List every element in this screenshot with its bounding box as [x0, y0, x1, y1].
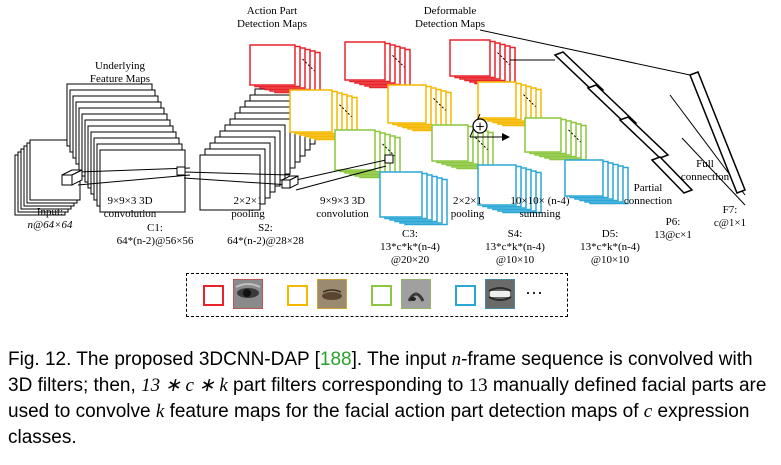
- legend-blue-square: [455, 285, 476, 306]
- feature-map-stacks: [14, 39, 629, 226]
- plus-icon: +: [475, 120, 485, 134]
- yellow-stack-3: [477, 81, 542, 127]
- green-stack-3: [524, 117, 587, 161]
- c1-stack: [66, 83, 186, 213]
- c3-label: C3:13*c*k*(n-4)@20×20: [380, 228, 440, 266]
- summing-label: 10×10× (n-4)summing: [510, 195, 570, 220]
- c1-patch: [176, 166, 186, 176]
- d5-label: D5:13*c*k*(n-4)@10×10: [580, 228, 640, 266]
- s2-stack: [199, 88, 316, 211]
- sum-node: [472, 118, 488, 134]
- s2-label: S2:64*(n-2)@28×28: [227, 222, 304, 247]
- legend-red-square: [203, 285, 224, 306]
- p6-f7-bars: [553, 51, 746, 194]
- legend-yellow-square: [287, 285, 308, 306]
- green-stack-1: [334, 129, 401, 179]
- blue-stack-1: [379, 171, 448, 226]
- nose-region-icon: [401, 279, 431, 309]
- c3-patch: [384, 154, 394, 164]
- blue-stack-3: [564, 159, 629, 205]
- architecture-diagram: +: [14, 29, 746, 226]
- mouth-region-icon: [317, 279, 347, 309]
- figure-caption: Fig. 12. The proposed 3DCNN-DAP [188]. T…: [8, 349, 767, 448]
- input-label: Input:n@64×64: [27, 206, 73, 231]
- lips-region-icon: [485, 279, 515, 309]
- connection-lines: [77, 29, 746, 206]
- arrow-head-icon: [502, 133, 510, 141]
- s4-label: S4:13*c*k*(n-4)@10×10: [485, 228, 545, 266]
- red-stack-3: [449, 39, 516, 85]
- green-stack-2: [431, 124, 494, 170]
- yellow-stack-2: [387, 84, 452, 132]
- legend-green-square: [371, 285, 392, 306]
- legend-more: ···: [525, 282, 543, 302]
- p6-label: P6:13@c×1: [654, 216, 692, 241]
- c1-label: C1:64*(n-2)@56×56: [116, 222, 194, 247]
- red-stack-1: [249, 44, 321, 94]
- red-stack-2: [344, 41, 411, 89]
- legend: ···: [186, 273, 568, 317]
- blue-stack-2: [477, 164, 542, 214]
- f7-label: F7:c@1×1: [713, 204, 747, 229]
- citation-link[interactable]: 188: [319, 349, 352, 370]
- eye-region-icon: [233, 279, 263, 309]
